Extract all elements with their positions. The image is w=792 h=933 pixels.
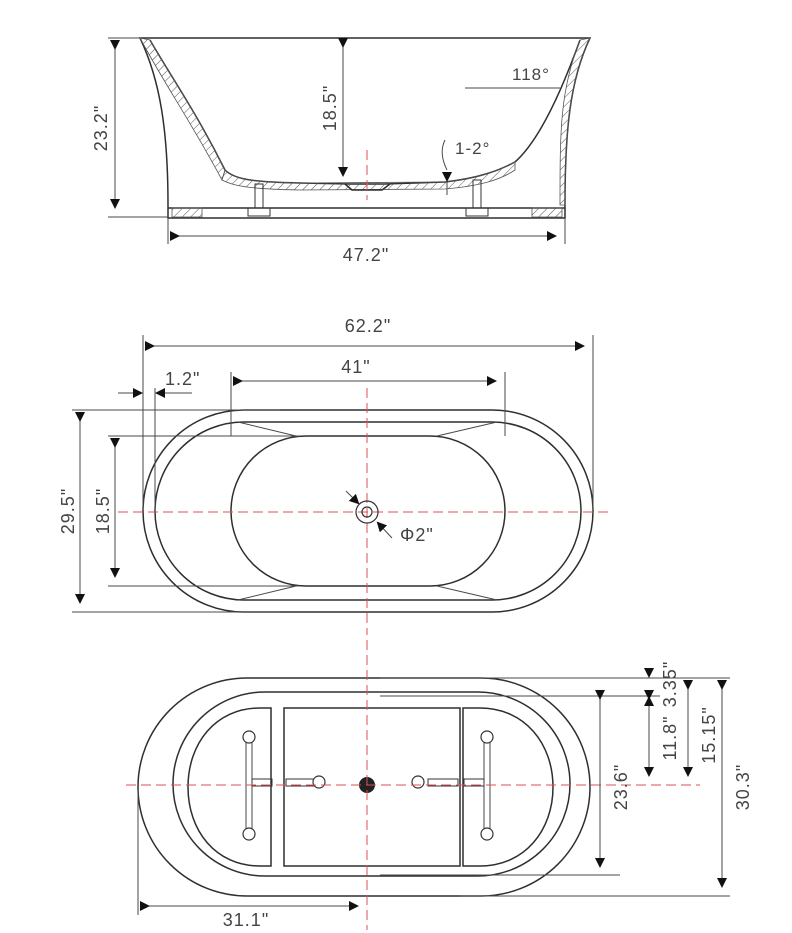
dim-half-length: 31.1" — [223, 910, 269, 930]
bottom-view-outer-rim — [137, 677, 591, 897]
drain-leader-out — [376, 521, 393, 539]
top-view-wedge-bottom — [237, 585, 498, 601]
bottom-view-inner-rim — [172, 691, 571, 877]
bottom-view-right-rail — [463, 730, 494, 841]
bottom-view-left-rail — [242, 730, 273, 841]
top-view-inner-rim — [154, 421, 582, 601]
side-view-foot-pad-left — [171, 207, 203, 218]
side-view-foot-left — [247, 183, 271, 217]
bottom-view: 31.1" 23.6" 11.8" 3.35" 15.15" 30.3" — [126, 640, 753, 930]
drain-leader-in — [345, 490, 360, 505]
side-view-foot-right — [465, 179, 489, 217]
dim-inner-flat-length: 41" — [341, 357, 370, 377]
bottom-view-short-bar-right — [411, 775, 459, 789]
top-view-outer-rim — [142, 409, 594, 613]
side-view-foot-pad-right — [531, 207, 563, 218]
side-view-floor-hatch — [221, 161, 516, 191]
dim-bottom-overall-width: 30.3" — [733, 764, 753, 810]
bottom-view-center-panel — [283, 707, 461, 867]
floor-slope-label: 1-2° — [455, 139, 490, 158]
dim-base-length: 47.2" — [343, 245, 389, 265]
dim-step-offset: 3.35" — [660, 661, 680, 707]
side-view-wall-left-hatch — [139, 37, 226, 182]
dim-bottom-inner-width: 23.6" — [611, 764, 631, 810]
top-view-drain-outer — [355, 500, 379, 524]
dim-inner-width: 18.5" — [93, 488, 113, 534]
bottom-view-short-bar-left — [285, 775, 326, 789]
dim-height-total: 23.2" — [91, 105, 111, 151]
top-view: Φ2" 62.2" 41" 1.2" 29.5" 18.5" — [58, 316, 608, 635]
drain-diameter: Φ2" — [400, 525, 434, 545]
dim-inner-depth: 18.5" — [320, 85, 340, 131]
side-view: 23.2" 18.5" 118° 1-2° 47.2" — [91, 37, 592, 265]
side-view-wall-right-hatch — [559, 37, 591, 206]
bottom-view-left-cap — [187, 707, 272, 867]
bottom-view-right-cap — [462, 707, 554, 867]
dim-overall-width: 29.5" — [58, 488, 78, 534]
slope-leader — [441, 139, 448, 171]
top-view-wedge-top — [237, 421, 498, 437]
dim-rim-offset: 1.2" — [165, 369, 200, 389]
dim-overall-length: 62.2" — [345, 316, 391, 336]
top-view-drain-inner — [361, 506, 373, 518]
dim-half-inner: 11.8" — [660, 715, 680, 760]
top-view-basin — [230, 435, 506, 587]
dim-half-outer: 15.15" — [699, 706, 719, 763]
angle-wall: 118° — [512, 65, 550, 84]
